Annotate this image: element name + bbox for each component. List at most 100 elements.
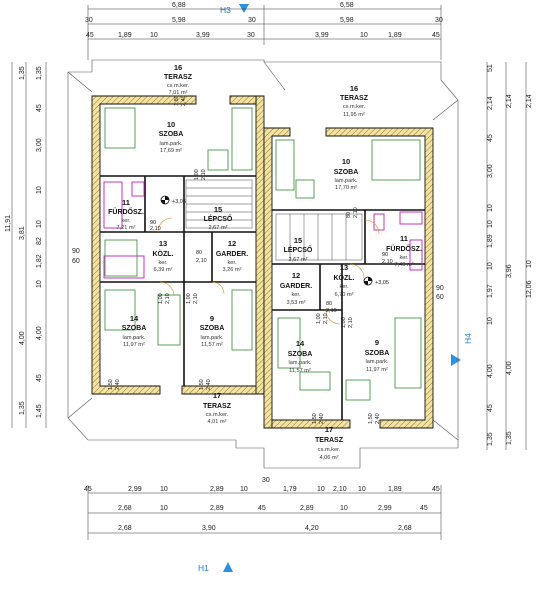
room-name: SZOBA xyxy=(334,169,359,176)
door-label-f2: 2,10 xyxy=(193,293,199,304)
stair-right xyxy=(275,213,363,261)
dim-bot-r1-0: 45 xyxy=(84,486,92,493)
toilet-icon xyxy=(131,181,145,197)
room-floor: ker. xyxy=(227,260,236,266)
triangle-down-icon xyxy=(239,4,249,13)
room-floor: cs.m.ker. xyxy=(167,83,190,89)
dim-right-r3-9: 4,00 xyxy=(487,364,494,378)
dim-bot-r2-7: 45 xyxy=(420,505,428,512)
door-label-m1: 1,00 xyxy=(316,313,322,324)
room-floor: lam.park. xyxy=(365,359,388,365)
dim-bot-r2-1: 10 xyxy=(160,505,168,512)
room-number: 16 xyxy=(350,84,358,93)
room-name: SZOBA xyxy=(365,350,390,357)
room-area: 7,21 m² xyxy=(117,225,136,231)
room-area: 6,39 m² xyxy=(154,267,173,273)
dim-top-r2-0: 30 xyxy=(85,17,93,24)
room-11-right: 11 FÜRDŐSZ. ker. 7,49 m² xyxy=(386,234,422,268)
dim-bot-r1-1: 2,99 xyxy=(128,486,142,493)
room-number: 9 xyxy=(375,338,379,347)
dim-right-r3-8: 10 xyxy=(487,317,494,325)
dim-bot-r1-8: 2,10 xyxy=(333,486,347,493)
wardrobe-icon xyxy=(277,317,301,369)
dim-left-r2-2: 4,00 xyxy=(19,331,26,345)
room-number: 15 xyxy=(294,236,302,245)
bed-icon xyxy=(104,107,136,149)
dim-bot-r2-6: 2,99 xyxy=(378,505,392,512)
room-number: 14 xyxy=(130,314,139,323)
dim-right-r3-0: 2,14 xyxy=(487,96,494,110)
room-number: 10 xyxy=(342,157,350,166)
exterior-walls xyxy=(91,95,434,429)
room-name: FÜRDŐSZ. xyxy=(386,244,422,253)
chair-icon xyxy=(345,379,371,401)
dim-bot-r1-4: 10 xyxy=(240,486,248,493)
dim-left-r3-0: 1,35 xyxy=(36,66,43,80)
dim-bot-r2-2: 2,89 xyxy=(210,505,224,512)
axis-h3-label: H3 xyxy=(220,5,231,15)
room-name: KÖZL. xyxy=(334,273,355,282)
room-area: 3,26 m² xyxy=(223,267,242,273)
dim-right-r3-11: 1,35 xyxy=(487,432,494,446)
room-floor: ker. xyxy=(121,218,130,224)
dim-left-r3-1: 45 xyxy=(36,104,43,112)
desk-icon xyxy=(275,139,295,191)
level-mark-right: +3,05 xyxy=(363,276,389,286)
wardrobe-icon xyxy=(231,289,253,351)
room-13-right: 13 KÖZL. ker. 6,70 m² xyxy=(334,263,355,298)
room-16-right: 16 TERASZ cs.m.ker. 11,95 m² xyxy=(340,84,369,118)
room-area: 7,01 m² xyxy=(169,90,188,96)
room-number: 16 xyxy=(174,63,182,72)
door-label-c1: 90 xyxy=(150,220,156,226)
room-12-right: 12 GARDER. ker. 3,53 m² xyxy=(280,271,312,306)
dim-left-r3-3: 10 xyxy=(36,186,43,194)
right-dimension-chains: 51 2,14 45 3,00 10 10 1,89 10 1,97 10 4,… xyxy=(436,62,533,450)
dim-bot-r2-3: 45 xyxy=(258,505,266,512)
room-15-left: 15 LÉPCSŐ 2,67 m² xyxy=(204,205,233,231)
desk-icon xyxy=(299,371,331,391)
dim-right-r2-1b: 2,14 xyxy=(526,94,533,108)
dim-bot-r2-5: 10 xyxy=(340,505,348,512)
axis-h4-marker: H4 xyxy=(451,333,473,366)
door-label-l2: 2,10 xyxy=(348,317,354,328)
room-name: TERASZ xyxy=(340,95,369,102)
dim-right-window-top: 90 xyxy=(436,285,444,292)
room-area: 6,70 m² xyxy=(335,292,354,298)
dim-top-r2-1: 5,98 xyxy=(172,17,186,24)
room-name: GARDER. xyxy=(216,251,248,258)
dim-top-r3-5: 3,99 xyxy=(315,32,329,39)
room-floor: lam.park. xyxy=(159,141,182,147)
dim-left-r3-6: 1,82 xyxy=(36,254,43,268)
dim-left-overall: 11,91 xyxy=(5,215,12,232)
room-17-right: 17 TERASZ cs.m.ker. 4,06 m² xyxy=(315,425,344,461)
room-13-left: 13 KÖZL. ker. 6,39 m² xyxy=(153,239,174,273)
dim-top-r3-8: 45 xyxy=(432,32,440,39)
room-name: LÉPCSŐ xyxy=(204,214,233,223)
bathroom-right-fixtures xyxy=(373,211,423,271)
door-label-b2: 2,10 xyxy=(201,169,207,180)
dim-bot-r2-0: 2,68 xyxy=(118,505,132,512)
dim-top-r3-6: 10 xyxy=(360,32,368,39)
room-number: 17 xyxy=(325,425,333,434)
room-area: 4,01 m² xyxy=(208,419,227,425)
room-floor: ker. xyxy=(291,292,300,298)
room-area: 17,70 m² xyxy=(335,185,357,191)
room-floor: ker. xyxy=(158,260,167,266)
bathtub-icon xyxy=(103,181,123,229)
dim-bot-r3-3: 2,68 xyxy=(398,525,412,532)
dim-left-window-bottom: 60 xyxy=(72,258,80,265)
dim-right-r3-3: 10 xyxy=(487,204,494,212)
dim-right-window-bottom: 60 xyxy=(436,294,444,301)
door-label-j1: 80 xyxy=(326,301,332,307)
door-label-o1: 1,50 xyxy=(368,413,374,424)
bathroom-left-fixtures xyxy=(103,181,145,279)
room-number: 13 xyxy=(340,263,348,272)
room-floor: lam.park. xyxy=(288,360,311,366)
dim-right-r3-7: 1,97 xyxy=(487,284,494,298)
dim-bot-r2-4: 2,89 xyxy=(300,505,314,512)
room-name: LÉPCSŐ xyxy=(284,245,313,254)
room-floor: ker. xyxy=(339,284,348,290)
dim-right-r2-3: 4,00 xyxy=(506,361,513,375)
room-number: 17 xyxy=(213,391,221,400)
door-label-g2: 2,40 xyxy=(115,379,121,390)
